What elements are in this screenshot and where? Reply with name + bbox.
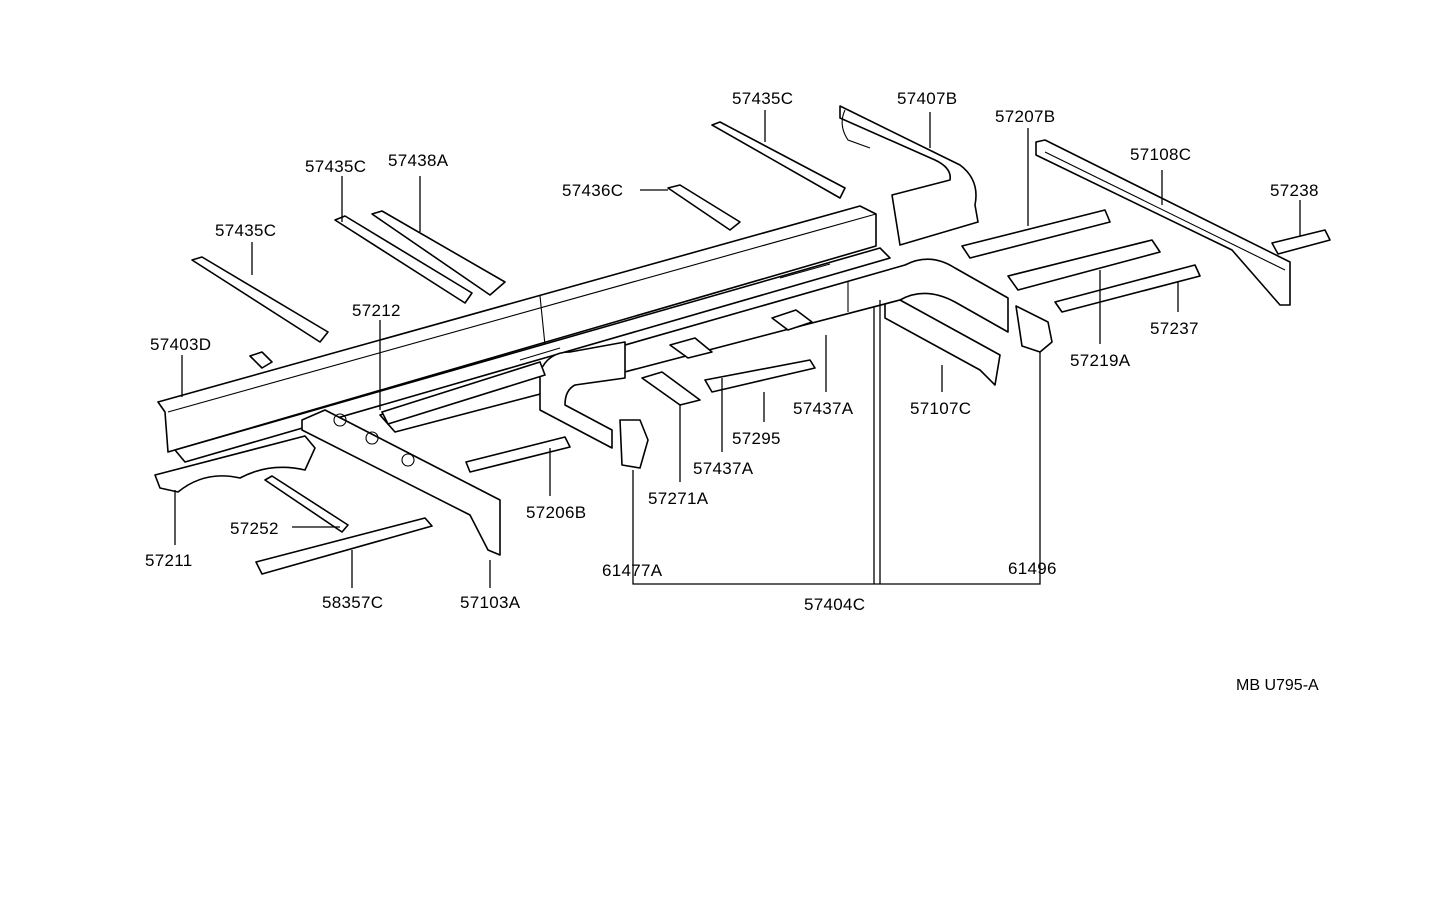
label-57438a: 57438A	[388, 151, 449, 170]
rear-arch-57407b	[839, 105, 979, 246]
crossmember-57435c-top	[711, 121, 846, 199]
bracket-57437a-right	[771, 309, 813, 331]
label-57211: 57211	[145, 551, 193, 570]
leader-lines	[174, 110, 1301, 588]
label-57435c-top: 57435C	[732, 89, 793, 108]
label-57435c-left: 57435C	[215, 221, 276, 240]
label-57108c: 57108C	[1130, 145, 1191, 164]
label-57238: 57238	[1270, 181, 1319, 200]
bracket-57238	[1271, 229, 1331, 255]
label-57437a-left: 57437A	[693, 459, 754, 478]
label-61477a: 61477A	[602, 561, 663, 580]
label-57103a: 57103A	[460, 593, 521, 612]
bracket-57437a-left	[669, 337, 713, 359]
crossmember-57438a	[371, 210, 506, 296]
label-57407b: 57407B	[897, 89, 957, 108]
crossmember-57237	[1054, 264, 1201, 313]
label-57237: 57237	[1150, 319, 1199, 338]
diagram-code: MB U795-A	[1236, 677, 1319, 694]
bracket-61496	[1015, 305, 1053, 353]
crossmember-57295	[704, 359, 816, 393]
label-57403d: 57403D	[150, 335, 211, 354]
rear-crossmember-57108c	[1035, 139, 1291, 306]
label-58357c: 58357C	[322, 593, 383, 612]
label-57436c: 57436C	[562, 181, 623, 200]
label-57219a: 57219A	[1070, 351, 1131, 370]
label-57404c: 57404C	[804, 595, 865, 614]
label-57295: 57295	[732, 429, 781, 448]
crossmember-58357c	[255, 517, 433, 575]
crossmember-57206b	[465, 436, 571, 473]
crossmember-57219a	[1007, 239, 1161, 291]
crossmember-57212	[381, 361, 546, 425]
crossmember-57207b	[961, 209, 1111, 259]
bracket-61477a	[619, 419, 649, 469]
crossmember-57435c-left	[191, 256, 329, 343]
label-57435c-mid: 57435C	[305, 157, 366, 176]
label-57212: 57212	[352, 301, 401, 320]
label-57107c: 57107C	[910, 399, 971, 418]
label-57252: 57252	[230, 519, 279, 538]
label-57207b: 57207B	[995, 107, 1055, 126]
crossmember-57211	[154, 435, 316, 493]
crossmember-57103a	[301, 409, 501, 556]
kickup-arch	[539, 341, 626, 449]
bracket-57271a	[641, 371, 701, 406]
crossmember-57252	[264, 475, 349, 533]
bracket-small-left	[249, 351, 273, 369]
crossmember-57107c	[884, 299, 1001, 386]
frame-rail-left	[157, 205, 877, 453]
label-57206b: 57206B	[526, 503, 586, 522]
bracket-57436c	[667, 184, 741, 231]
label-57271a: 57271A	[648, 489, 709, 508]
label-61496: 61496	[1008, 559, 1057, 578]
frame-inner-channel	[174, 247, 891, 463]
label-57437a-right: 57437A	[793, 399, 854, 418]
